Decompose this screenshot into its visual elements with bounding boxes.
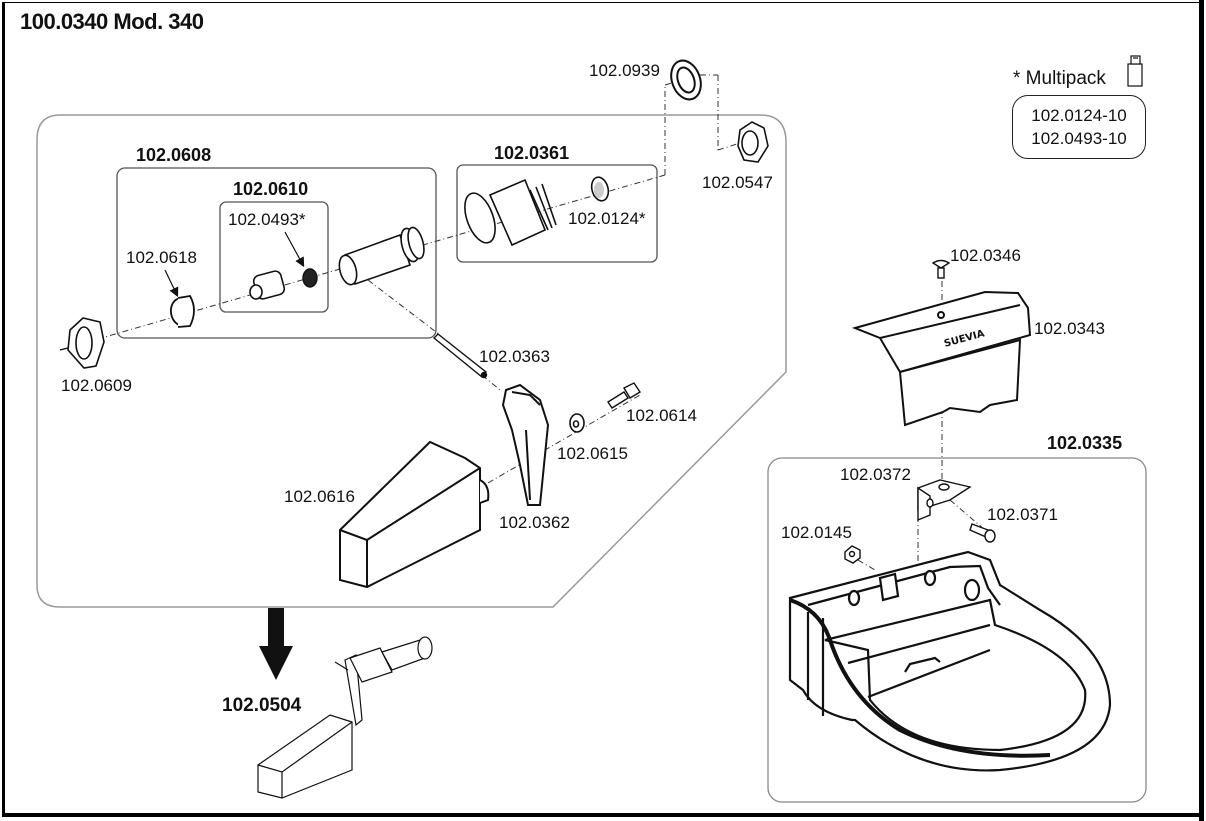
group-label-0361: 102.0361 xyxy=(494,143,570,163)
screw-0614-drawing xyxy=(607,382,641,409)
group-box-0335 xyxy=(767,457,1147,803)
part-label-0614: 102.0614 xyxy=(626,406,697,425)
bracket-0372-drawing xyxy=(917,479,972,522)
group-box-0608 xyxy=(116,167,437,339)
part-label-0363: 102.0363 xyxy=(479,347,550,366)
connector-0361-drawing xyxy=(464,178,557,247)
washer-0615-drawing xyxy=(569,413,585,433)
seal-0493-drawing xyxy=(302,268,318,288)
frame-right-border xyxy=(1199,0,1204,821)
multipack-box: 102.0124-10 102.0493-10 xyxy=(1012,95,1146,159)
page-title: 100.0340 Mod. 340 xyxy=(20,9,204,34)
part-label-0547: 102.0547 xyxy=(702,173,773,192)
cover-0343-drawing xyxy=(851,290,1032,427)
group-label-0610: 102.0610 xyxy=(233,179,309,199)
nut-0145-drawing xyxy=(844,545,861,564)
multipack-legend: * Multipack xyxy=(1013,68,1106,89)
part-label-0145: 102.0145 xyxy=(781,523,852,542)
screw-0346-drawing xyxy=(931,259,951,279)
filter-0124-drawing xyxy=(590,176,610,202)
down-arrow-icon xyxy=(259,608,293,680)
hex-nut-0547-drawing xyxy=(737,121,769,163)
group-label-0504: 102.0504 xyxy=(222,695,302,716)
cap-0618-drawing xyxy=(169,295,195,328)
group-label-0608: 102.0608 xyxy=(136,145,212,165)
multipack-item: 102.0124-10 xyxy=(1031,106,1127,125)
group-box-0361 xyxy=(456,164,658,263)
part-label-0609: 102.0609 xyxy=(61,376,132,395)
part-label-0493: 102.0493* xyxy=(228,210,306,229)
valve-assembly-outline xyxy=(36,114,787,608)
part-label-0362: 102.0362 xyxy=(499,513,570,532)
lever-0362-drawing xyxy=(501,383,550,506)
part-label-0372: 102.0372 xyxy=(840,465,911,484)
pin-0363-drawing xyxy=(432,333,488,379)
part-label-0616: 102.0616 xyxy=(284,487,355,506)
part-label-0371: 102.0371 xyxy=(987,505,1058,524)
group-box-0610 xyxy=(219,201,329,313)
float-0616-drawing xyxy=(339,440,490,589)
valve-sleeve-drawing xyxy=(338,226,425,286)
gasket-0939-drawing xyxy=(670,59,702,101)
multipack-item: 102.0493-10 xyxy=(1031,129,1127,148)
assembly-0504-drawing xyxy=(257,636,433,799)
part-label-0343: 102.0343 xyxy=(1034,319,1105,338)
group-label-0335: 102.0335 xyxy=(1047,433,1123,453)
hex-nut-0609-drawing xyxy=(67,317,105,369)
part-label-0346: 102.0346 xyxy=(950,246,1021,265)
part-label-0615: 102.0615 xyxy=(557,444,628,463)
bolt-0371-drawing xyxy=(969,523,996,543)
package-icon xyxy=(1127,55,1143,87)
part-label-0124: 102.0124* xyxy=(568,209,646,228)
part-label-0618: 102.0618 xyxy=(126,248,197,267)
plunger-drawing xyxy=(249,270,286,300)
bowl-0335-drawing xyxy=(788,550,1112,772)
part-label-0939: 102.0939 xyxy=(589,61,660,80)
